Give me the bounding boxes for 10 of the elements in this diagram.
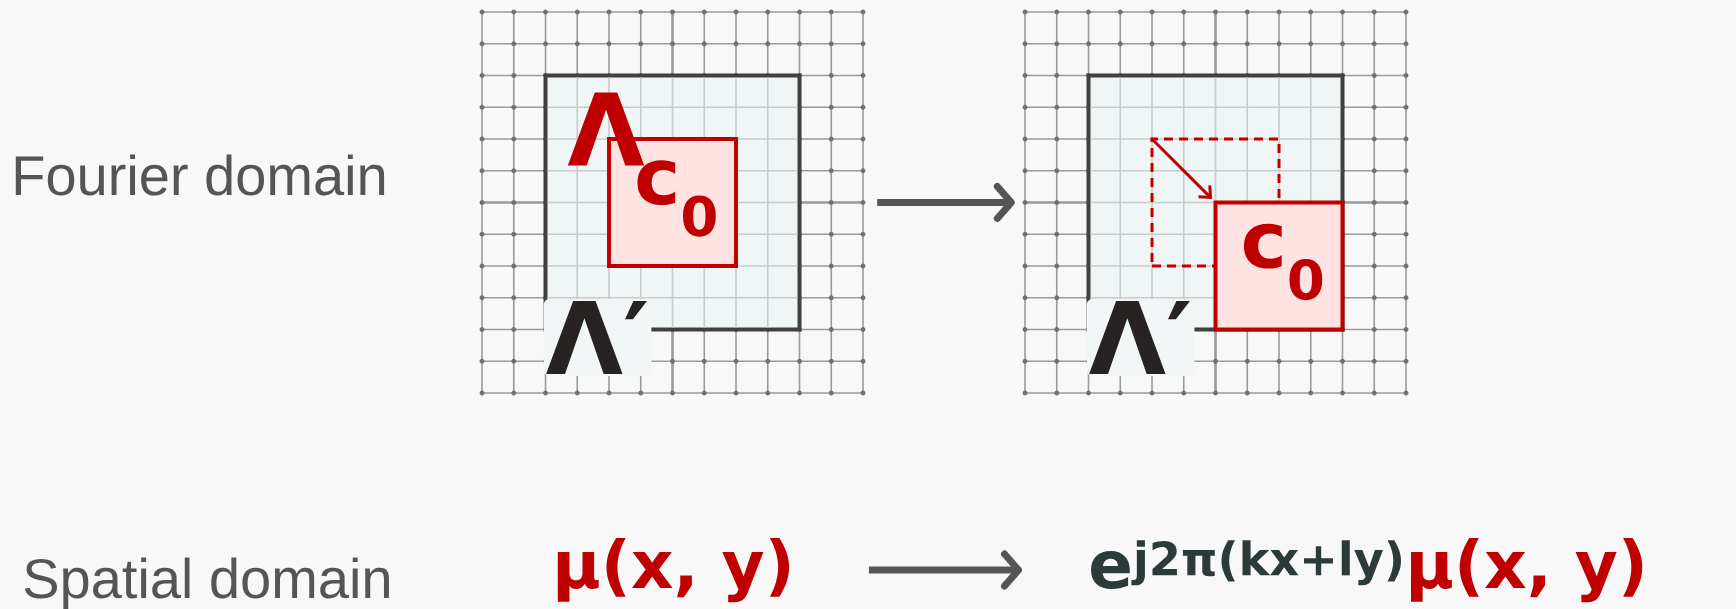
domain-label: Fourier domain	[15, 154, 385, 196]
arrow	[1150, 137, 1213, 200]
lattice-label: Λ′	[543, 299, 652, 376]
coefficient-box: c$_{0}$	[1213, 200, 1345, 332]
coefficient-box: c$_{0}$ Λ	[567, 92, 738, 268]
formula: e$^{j2π(kx+ly)}$μ(x, y)	[1091, 537, 1643, 603]
formula: μ(x, y)	[557, 537, 790, 603]
domain-label: Spatial domain	[24, 557, 389, 609]
arrow	[868, 550, 1022, 590]
lattice-label: Λ′	[1086, 299, 1195, 376]
